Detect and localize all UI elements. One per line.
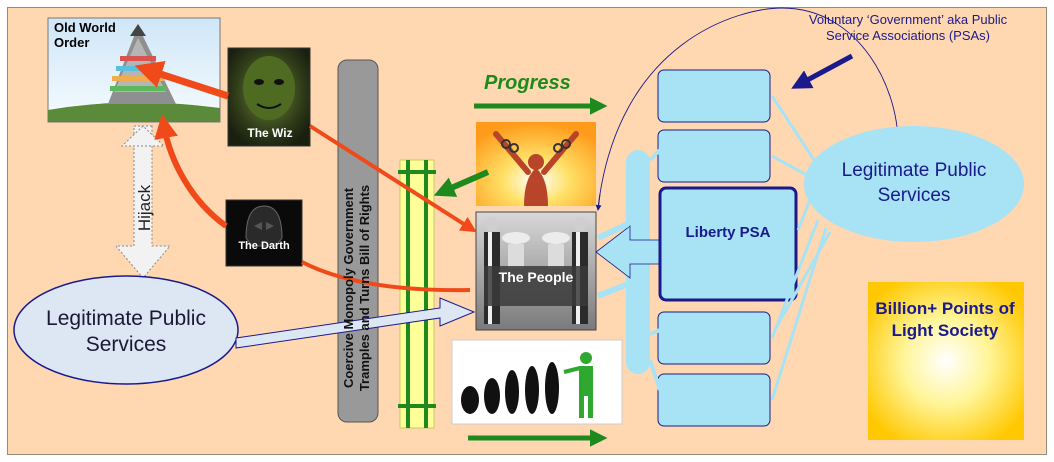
- wiz-image: [227, 47, 311, 147]
- voluntary-government-arrow: [791, 53, 854, 89]
- billion-points-label: Billion+ Points of Light Society: [875, 299, 1015, 340]
- services-to-psa-lines: [770, 95, 832, 401]
- billion-sun-image: [868, 282, 1024, 440]
- legitimate-public-services-right-label: Legitimate Public Services: [841, 160, 987, 206]
- people-label: The People: [498, 269, 574, 285]
- coercive-government-label: Coercive Monopoly Government Tramples an…: [341, 184, 372, 392]
- old-world-order-title: Old World Order: [54, 20, 116, 50]
- left-services-to-people-arrow: [235, 297, 476, 349]
- red-arrow-wiz-to-people: [308, 124, 477, 233]
- psa-arc: [597, 7, 899, 209]
- red-arrow-darth-to-pyramid: [154, 114, 228, 229]
- connector-to-people-line: [596, 221, 630, 299]
- liberty-psa-box: [658, 186, 798, 302]
- legitimate-public-services-right-ellipse: [804, 126, 1024, 242]
- evolution-image: [451, 339, 623, 425]
- bill-of-rights-bar: [398, 159, 436, 429]
- psa-box-3: [657, 311, 771, 365]
- psa-box-4: [657, 373, 771, 427]
- red-arrow-top-left: [134, 61, 230, 100]
- psa-box-1: [657, 69, 771, 123]
- liberty-to-people-arrow: [595, 225, 661, 279]
- legitimate-public-services-left-ellipse: [13, 275, 239, 385]
- red-arrow-darth-to-people: [301, 260, 471, 293]
- liberty-psa-label: Liberty PSA: [685, 224, 771, 241]
- green-arrow-chains-to-bar: [433, 169, 490, 197]
- legitimate-public-services-left-label: Legitimate Public Services: [46, 307, 206, 356]
- psa-arc-arrowhead: [595, 193, 602, 211]
- hijack-arrow: [114, 125, 172, 279]
- voluntary-government-label: Voluntary ‘Government’ aka Public Servic…: [808, 12, 1008, 43]
- box-connectors: [648, 148, 662, 391]
- people-image: [475, 211, 597, 331]
- hijack-label: Hijack: [135, 184, 154, 232]
- progress-label: Progress: [484, 72, 571, 94]
- wiz-label: The Wiz: [247, 126, 293, 140]
- darth-image: [225, 199, 303, 267]
- psa-box-2: [657, 129, 771, 183]
- darth-label: The Darth: [238, 240, 290, 252]
- broken-chains-image: [476, 122, 596, 206]
